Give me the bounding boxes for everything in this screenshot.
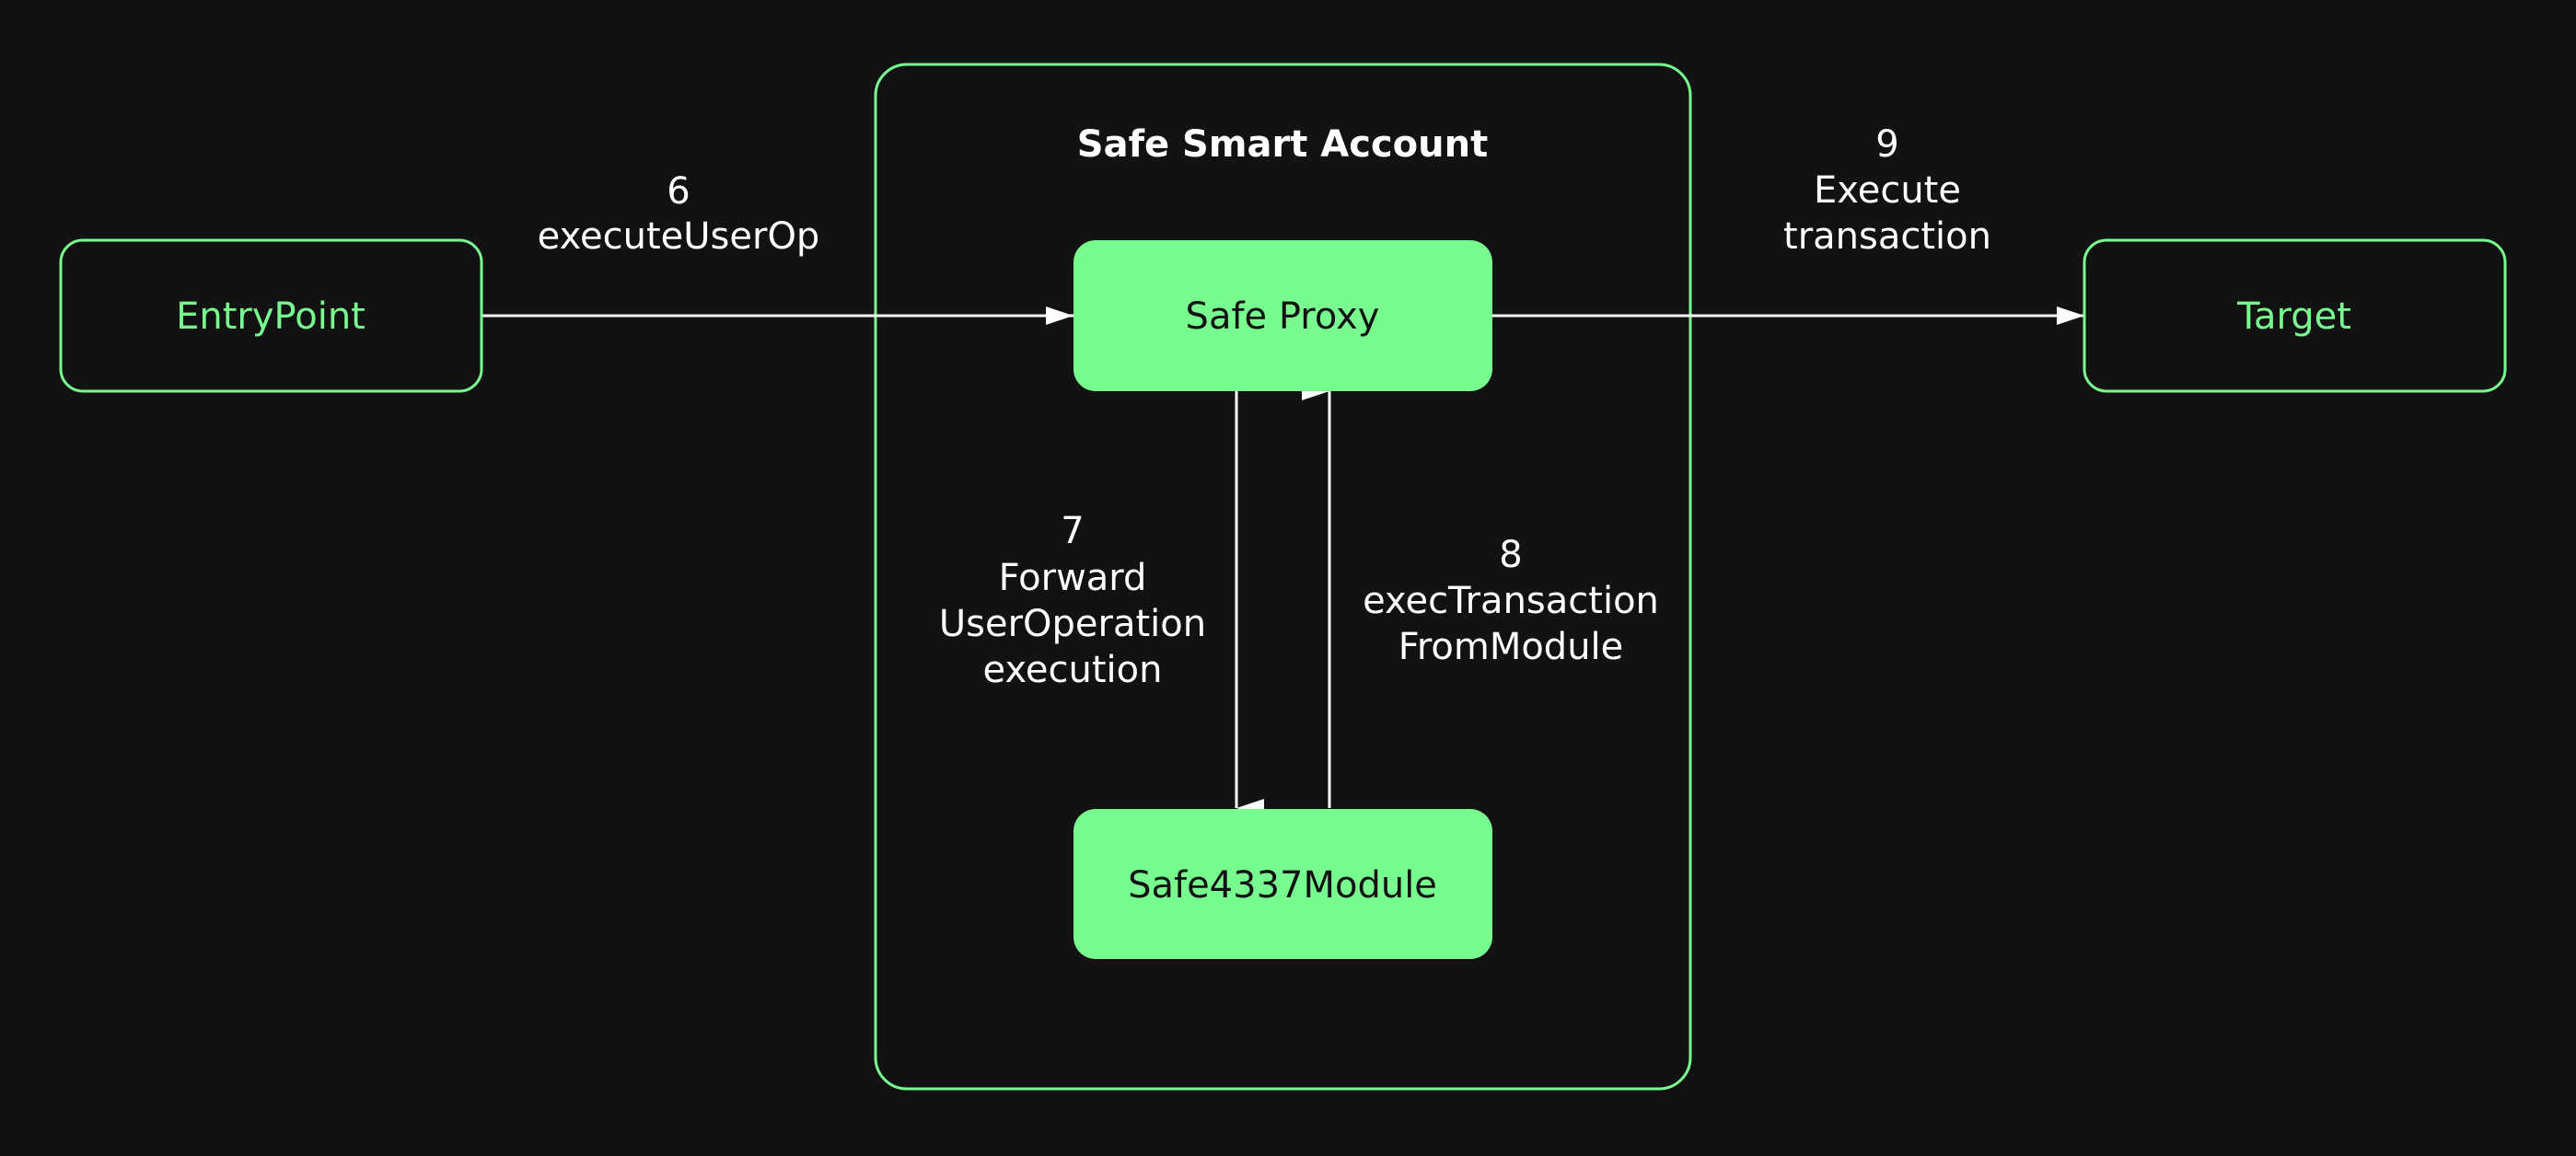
step-7-text-line-1: Forward xyxy=(999,557,1147,599)
step-9-number: 9 xyxy=(1875,123,1898,166)
label-step-7: 7 Forward UserOperation execution xyxy=(939,510,1206,691)
step-8-number: 8 xyxy=(1499,534,1522,576)
safe-proxy-label: Safe Proxy xyxy=(1186,295,1380,338)
step-7-text-line-2: UserOperation xyxy=(939,603,1206,645)
node-target: Target xyxy=(2083,238,2507,393)
entrypoint-label: EntryPoint xyxy=(176,295,366,338)
node-entrypoint: EntryPoint xyxy=(59,238,483,393)
node-safe4337-module: Safe4337Module xyxy=(1073,809,1492,959)
label-step-6: 6 executeUserOp xyxy=(538,170,820,258)
step-8-text-line-2: FromModule xyxy=(1398,626,1624,668)
step-7-text-line-3: execution xyxy=(983,649,1163,691)
label-step-8: 8 execTransaction FromModule xyxy=(1363,534,1659,668)
entrypoint-box xyxy=(59,238,483,393)
target-label: Target xyxy=(2236,295,2351,338)
safe-smart-account-container: Safe Smart Account xyxy=(874,63,1692,1091)
label-step-9: 9 Execute transaction xyxy=(1783,123,1991,258)
step-8-text-line-1: execTransaction xyxy=(1363,580,1659,622)
safe4337-module-box xyxy=(1073,809,1492,959)
node-safe-proxy: Safe Proxy xyxy=(1073,240,1492,391)
step-9-text-line-1: Execute xyxy=(1814,169,1961,212)
container-title: Safe Smart Account xyxy=(1077,123,1488,166)
step-6-text: executeUserOp xyxy=(538,215,820,258)
container-border xyxy=(874,63,1692,1091)
step-6-number: 6 xyxy=(667,170,690,213)
target-box xyxy=(2083,238,2507,393)
safe-proxy-box xyxy=(1073,240,1492,391)
step-7-number: 7 xyxy=(1061,510,1084,552)
safe4337-module-label: Safe4337Module xyxy=(1128,864,1437,907)
step-9-text-line-2: transaction xyxy=(1783,215,1991,258)
